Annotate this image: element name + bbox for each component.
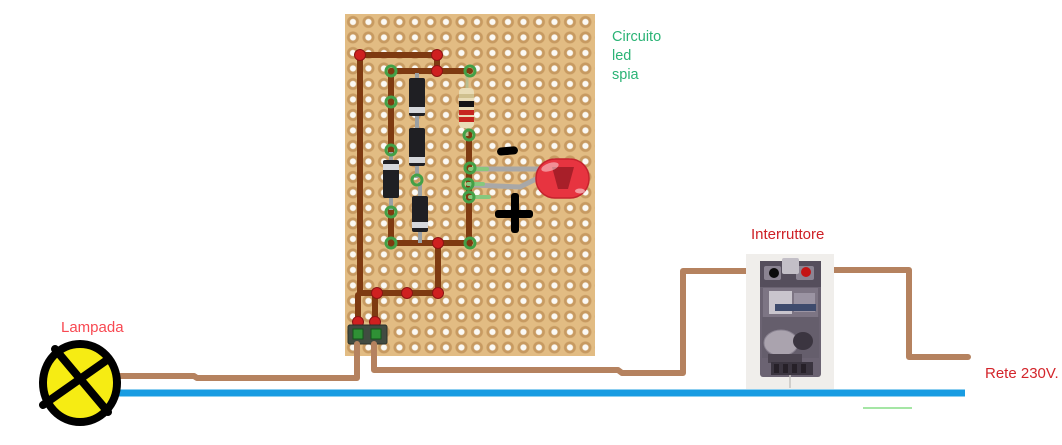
wire-lamp-to-board [112, 341, 360, 381]
resistor [459, 88, 474, 128]
diode-2 [409, 128, 425, 166]
circuit-label: Circuito led spia [612, 29, 665, 83]
lamp-label: Lampada [61, 319, 124, 336]
mains-hookup-wires [112, 267, 971, 381]
diode-4 [412, 196, 428, 232]
minus-icon [497, 146, 518, 156]
mains-label: Rete 230V. [985, 365, 1059, 382]
red-junction-dots [352, 49, 444, 328]
lamp-icon [39, 340, 121, 426]
diode-1 [409, 78, 425, 116]
circuit-label-line1: Circuito [612, 29, 661, 45]
switch-photo [746, 254, 834, 389]
circuit-label-line2: led [612, 48, 631, 64]
terminal-block [347, 324, 388, 345]
switch-label: Interruttore [751, 226, 824, 243]
wire-board-to-switch [371, 268, 771, 376]
switch-terminal-black [769, 268, 779, 278]
switch-terminal-red [801, 267, 811, 277]
wire-switch-to-mains [803, 267, 971, 360]
circuit-label-line3: spia [612, 67, 640, 83]
led [535, 158, 590, 199]
green-connection-rings [384, 64, 477, 250]
diode-3 [383, 160, 399, 198]
plus-icon [495, 193, 533, 233]
